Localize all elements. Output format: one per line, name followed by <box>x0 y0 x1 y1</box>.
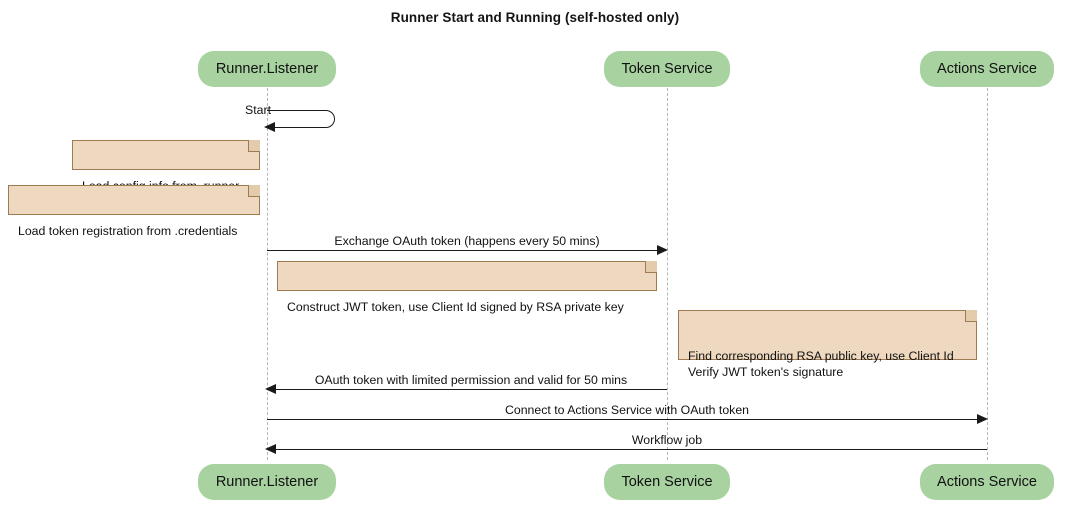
message-label-oauth-token-return: OAuth token with limited permission and … <box>314 373 628 387</box>
participant-label: Runner.Listener <box>215 61 319 77</box>
lifeline-token <box>667 88 668 460</box>
participant-label: Runner.Listener <box>215 474 319 490</box>
note-fold-corner <box>645 261 657 273</box>
message-arrowhead-oauth-token-return <box>265 384 276 394</box>
participant-actions-top[interactable]: Actions Service <box>920 51 1054 87</box>
message-arrowhead-exchange-oauth-token <box>657 245 668 255</box>
participant-label: Actions Service <box>937 474 1037 490</box>
lifeline-runner <box>267 88 268 460</box>
message-label-connect-actions-service: Connect to Actions Service with OAuth to… <box>504 403 750 417</box>
message-arrowhead-workflow-job <box>265 444 276 454</box>
page-title: Runner Start and Running (self-hosted on… <box>390 10 680 25</box>
participant-label: Token Service <box>621 61 713 77</box>
participant-token-bottom[interactable]: Token Service <box>604 464 730 500</box>
note-load-token-registration: Load token registration from .credential… <box>8 185 260 238</box>
participant-runner-bottom[interactable]: Runner.Listener <box>198 464 336 500</box>
note-load-config: Load config info from .runner <box>72 140 260 193</box>
note-fold-corner <box>965 310 977 322</box>
participant-label: Token Service <box>621 474 713 490</box>
participant-token-top[interactable]: Token Service <box>604 51 730 87</box>
note-text: Find corresponding RSA public key, use C… <box>688 349 954 379</box>
message-label-workflow-job: Workflow job <box>631 433 703 447</box>
note-verify-jwt: Find corresponding RSA public key, use C… <box>678 310 977 379</box>
message-label-exchange-oauth-token: Exchange OAuth token (happens every 50 m… <box>334 234 600 248</box>
participant-label: Actions Service <box>937 61 1037 77</box>
lifeline-actions <box>987 88 988 460</box>
message-arrowhead-connect-actions-service <box>977 414 988 424</box>
message-line-oauth-token-return[interactable] <box>275 389 667 390</box>
note-fold-corner <box>248 185 260 197</box>
message-line-workflow-job[interactable] <box>275 449 987 450</box>
participant-runner-top[interactable]: Runner.Listener <box>198 51 336 87</box>
self-message-start-loop[interactable] <box>267 110 335 128</box>
participant-actions-bottom[interactable]: Actions Service <box>920 464 1054 500</box>
message-line-connect-actions-service[interactable] <box>267 419 979 420</box>
note-text: Load token registration from .credential… <box>18 224 238 238</box>
self-message-start-arrowhead <box>264 122 275 132</box>
note-text: Construct JWT token, use Client Id signe… <box>287 300 624 314</box>
message-label-start: Start <box>245 103 271 117</box>
message-line-exchange-oauth-token[interactable] <box>267 250 659 251</box>
note-construct-jwt: Construct JWT token, use Client Id signe… <box>277 261 657 314</box>
note-fold-corner <box>248 140 260 152</box>
